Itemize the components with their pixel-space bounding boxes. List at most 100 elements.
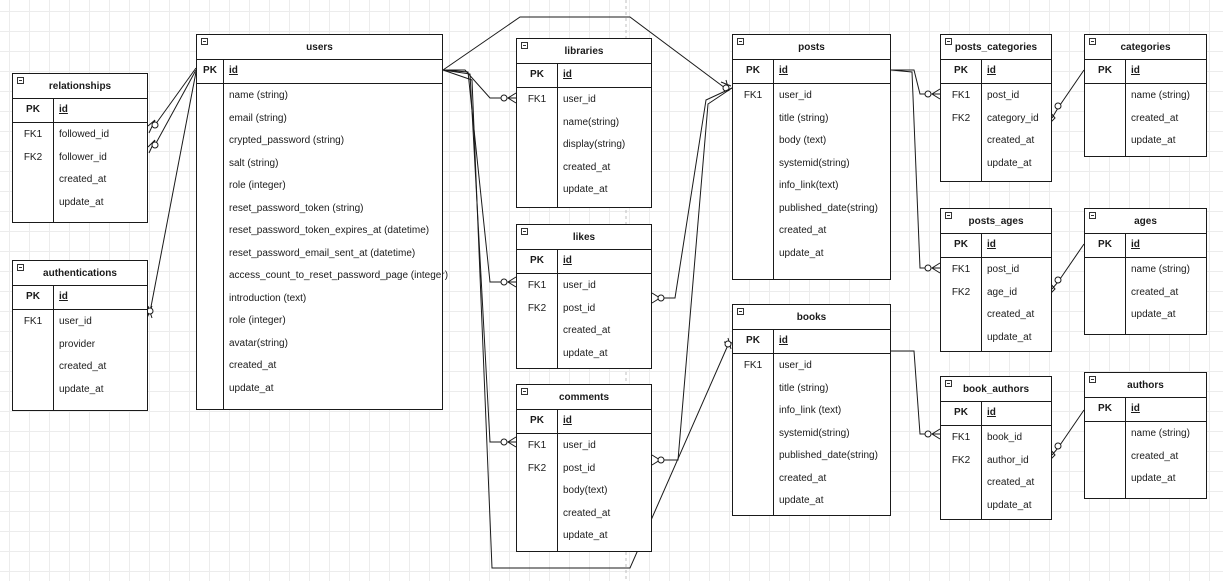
- table-title: posts: [733, 35, 890, 60]
- edge-users-authentications: [149, 71, 197, 313]
- pk-label: PK: [203, 65, 217, 76]
- fk-label: FK2: [951, 454, 971, 466]
- field-name: created_at: [779, 225, 827, 236]
- field-row: update_at: [1085, 130, 1206, 152]
- fk-label: FK1: [23, 316, 43, 327]
- field-name: name(string): [563, 116, 620, 128]
- fk-label: FK2: [951, 112, 971, 124]
- crow-follower-circle: [151, 141, 159, 149]
- fk-label: FK1: [743, 90, 763, 101]
- collapse-icon[interactable]: [737, 308, 744, 315]
- edge-posts-comments: [664, 87, 733, 461]
- field-row: name (string): [1085, 259, 1206, 281]
- field-name: name (string): [1131, 90, 1190, 101]
- pk-label: PK: [746, 335, 760, 346]
- field-row: introduction (text): [197, 288, 442, 310]
- field-name: created_at: [563, 161, 611, 173]
- edge-users-followed: [154, 67, 197, 126]
- field-name: published_date(string): [779, 450, 878, 461]
- field-row: body (text): [733, 130, 890, 152]
- field-name: display(string): [563, 139, 626, 150]
- collapse-icon[interactable]: [521, 228, 528, 235]
- fk-label: FK2: [23, 151, 43, 163]
- crow-postsages: [931, 262, 941, 274]
- table-title: books: [733, 305, 890, 330]
- field-name: body(text): [563, 485, 608, 496]
- collapse-icon[interactable]: [17, 77, 24, 84]
- collapse-icon[interactable]: [945, 38, 952, 45]
- crow-bookauthors-circle: [924, 430, 932, 438]
- field-name: update_at: [779, 495, 824, 506]
- crow-postsages-circle: [924, 264, 932, 272]
- field-name: post_id: [987, 90, 1020, 101]
- collapse-icon[interactable]: [945, 212, 952, 219]
- collapse-icon[interactable]: [945, 380, 952, 387]
- field-name: email (string): [229, 112, 287, 124]
- collapse-icon[interactable]: [201, 38, 208, 45]
- pk-label: PK: [530, 69, 544, 80]
- collapse-icon[interactable]: [521, 42, 528, 49]
- field-row: created_at: [1085, 108, 1206, 130]
- collapse-icon[interactable]: [1089, 38, 1096, 45]
- field-row: update_at: [517, 179, 651, 201]
- column-divider: [223, 59, 224, 409]
- field-name: update_at: [779, 247, 824, 259]
- field-name: user_id: [779, 90, 812, 101]
- collapse-icon[interactable]: [737, 38, 744, 45]
- edge-categories: [1051, 69, 1085, 119]
- field-row: reset_password_email_sent_at (datetime): [197, 243, 442, 265]
- pk-label: PK: [954, 407, 968, 418]
- field-name: post_id: [563, 302, 596, 314]
- field-row: created_at: [941, 130, 1051, 152]
- primary-key-row: PK id: [941, 233, 1051, 258]
- field-row: crypted_password (string): [197, 130, 442, 152]
- field-row: update_at: [1085, 468, 1206, 490]
- crow-posts-circle: [722, 84, 730, 92]
- field-row: FK2 post_id: [517, 298, 651, 320]
- collapse-icon[interactable]: [17, 264, 24, 271]
- pk-label: PK: [954, 239, 968, 250]
- fk-label: FK2: [527, 302, 547, 314]
- field-name: update_at: [59, 196, 104, 208]
- field-row: email (string): [197, 108, 442, 130]
- column-divider: [557, 63, 558, 207]
- column-divider: [53, 285, 54, 410]
- collapse-icon[interactable]: [1089, 376, 1096, 383]
- crow-comments: [507, 436, 517, 448]
- table-title: authentications: [13, 261, 147, 286]
- field-name: age_id: [987, 286, 1018, 298]
- collapse-icon[interactable]: [1089, 212, 1096, 219]
- field-name: user_id: [563, 94, 596, 105]
- collapse-icon[interactable]: [521, 388, 528, 395]
- column-divider: [53, 98, 54, 222]
- table-title: posts_ages: [941, 209, 1051, 234]
- field-name: update_at: [1131, 473, 1176, 484]
- pk-label: PK: [954, 65, 968, 76]
- crow-likes: [507, 276, 517, 288]
- crow-likes-circle: [500, 278, 508, 286]
- pk-field: id: [987, 239, 996, 250]
- column-divider: [1125, 397, 1126, 498]
- field-name: created_at: [779, 472, 827, 484]
